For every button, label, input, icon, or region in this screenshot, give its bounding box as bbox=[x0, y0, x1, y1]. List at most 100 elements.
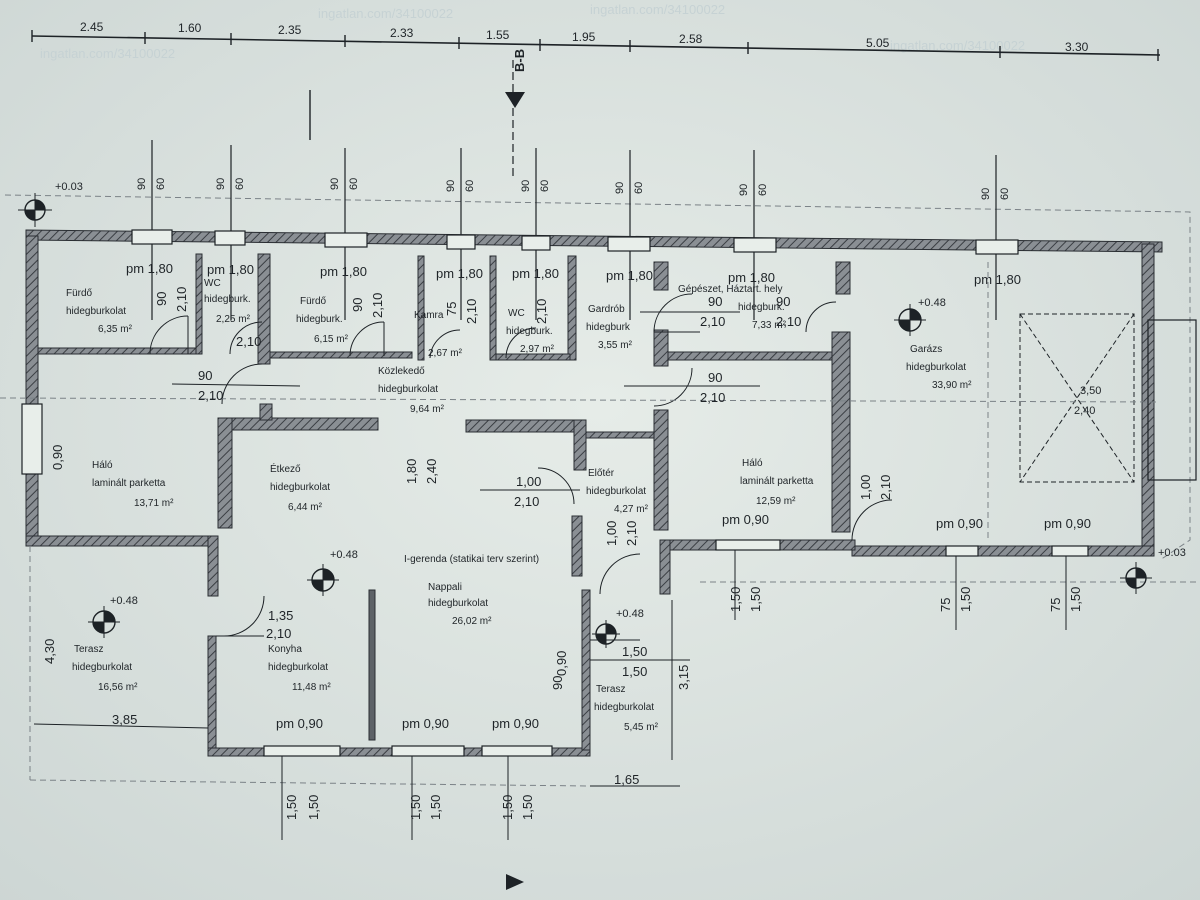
door-height: 2,10 bbox=[878, 475, 893, 500]
terrace-width: 3,85 bbox=[112, 712, 137, 727]
room-area: 16,56 m² bbox=[98, 682, 138, 693]
room-name: Terasz bbox=[74, 644, 103, 655]
door-height: 2,10 bbox=[174, 287, 189, 312]
room-area: 12,59 m² bbox=[756, 496, 796, 507]
room-area: 6,15 m² bbox=[314, 334, 349, 345]
window-sill-label: 90 bbox=[215, 178, 227, 190]
room-floor: hidegburkolat bbox=[72, 662, 132, 673]
window-parapet-label: pm 0,90 bbox=[492, 716, 539, 731]
door-height: 2,10 bbox=[236, 334, 261, 349]
window-height-label: 60 bbox=[464, 180, 476, 192]
terrace-depth: 4,30 bbox=[42, 639, 57, 664]
bottom-windows bbox=[21, 403, 1089, 757]
window-height-label: 60 bbox=[539, 180, 551, 192]
window-parapet-label: pm 1,80 bbox=[512, 266, 559, 281]
door-width: 90 bbox=[708, 294, 722, 309]
level-label: +0.48 bbox=[918, 297, 946, 309]
window-sill-label: 75 bbox=[938, 598, 953, 612]
door-width: 90 bbox=[198, 368, 212, 383]
room-name: Háló bbox=[92, 460, 113, 471]
room-name: Előtér bbox=[588, 468, 615, 479]
opening-width: 1,80 bbox=[404, 459, 419, 484]
axis-marker-icon bbox=[18, 193, 52, 227]
room-name: Kamra bbox=[414, 310, 444, 321]
window-parapet-label: pm 1,80 bbox=[320, 264, 367, 279]
room-floor: hidegburkolat bbox=[594, 702, 654, 713]
room-floor: hidegburkolat bbox=[428, 598, 488, 609]
window-height-label: 60 bbox=[348, 178, 360, 190]
window-height-label: 60 bbox=[234, 178, 246, 190]
room-area: 5,45 m² bbox=[624, 722, 659, 733]
door-height: 2,10 bbox=[700, 390, 725, 405]
door-height: 2,10 bbox=[700, 314, 725, 329]
top-dimension-chain: 2.45 1.60 2.35 2.33 1.55 1.95 2.58 5.05 … bbox=[31, 20, 1161, 61]
window-parapet-label: pm 1,80 bbox=[207, 262, 254, 277]
room-floor: hidegburk. bbox=[738, 302, 785, 313]
room-name: Konyha bbox=[268, 644, 302, 655]
room-name: Gardrób bbox=[588, 304, 625, 315]
door-width: 1,00 bbox=[604, 521, 619, 546]
window-parapet-label: pm 0,90 bbox=[722, 512, 769, 527]
watermark-text: ingatlan.com/34100022 bbox=[890, 38, 1025, 53]
door-width: 1,00 bbox=[858, 475, 873, 500]
room-name: Gépészet, Háztart. hely bbox=[678, 284, 783, 295]
window-parapet-label: pm 0,90 bbox=[276, 716, 323, 731]
window-parapet-label: pm 1,80 bbox=[436, 266, 483, 281]
window-height-label: 1,50 bbox=[428, 795, 443, 820]
window-height-label: 60 bbox=[633, 182, 645, 194]
level-marker-icon bbox=[307, 564, 339, 596]
room-floor: hidegburk bbox=[586, 322, 631, 333]
top-dimension-label: 2.35 bbox=[278, 23, 302, 37]
level-label: +0.03 bbox=[55, 181, 83, 193]
window-sill-label: 90 bbox=[738, 184, 750, 196]
window-parapet-label: pm 0,90 bbox=[936, 516, 983, 531]
door-width: 90 bbox=[776, 294, 790, 309]
room-name: Közlekedő bbox=[378, 366, 425, 377]
door-height: 2,10 bbox=[624, 521, 639, 546]
room-area: 6,35 m² bbox=[98, 324, 133, 335]
top-windows bbox=[131, 229, 1019, 255]
window-sill-label: 90 bbox=[520, 180, 532, 192]
section-marker-top: B-B bbox=[505, 49, 527, 178]
level-label: +0.48 bbox=[110, 595, 138, 607]
room-name: Fürdő bbox=[300, 296, 327, 307]
room-floor: hidegburkolat bbox=[270, 482, 330, 493]
door-height: 2,10 bbox=[534, 299, 549, 324]
window-height-label: 1,50 bbox=[748, 587, 763, 612]
garage-door-height: 2,40 bbox=[1074, 405, 1095, 417]
window-parapet-label: pm 1,80 bbox=[126, 261, 173, 276]
window-sill-label: 90 bbox=[614, 182, 626, 194]
room-floor: laminált parketta bbox=[740, 476, 814, 487]
window-parapet-label: pm 1,80 bbox=[606, 268, 653, 283]
section-label: B-B bbox=[512, 49, 527, 72]
garage-door: 3,50 2,40 bbox=[1019, 313, 1197, 483]
window-parapet-label: pm 0,90 bbox=[402, 716, 449, 731]
room-area: 9,64 m² bbox=[410, 404, 445, 415]
room-area: 4,27 m² bbox=[614, 504, 649, 515]
room-name: Garázs bbox=[910, 344, 942, 355]
guide-lines bbox=[0, 262, 1200, 787]
level-marker-icon bbox=[894, 304, 926, 336]
level-label: +0.48 bbox=[616, 608, 644, 620]
opening-height: 2,40 bbox=[424, 459, 439, 484]
window-sill-label: 90 bbox=[980, 188, 992, 200]
room-floor: hidegburkolat bbox=[268, 662, 328, 673]
top-dimension-label: 5.05 bbox=[866, 36, 890, 50]
terrace-width: 1,65 bbox=[614, 772, 639, 787]
window-height-label: 1,50 bbox=[958, 587, 973, 612]
door-width: 90 bbox=[154, 292, 169, 306]
room-name: Háló bbox=[742, 458, 763, 469]
window-sill-label: 90 bbox=[445, 180, 457, 192]
room-labels: Fürdő hidegburkolat 6,35 m² WC hidegburk… bbox=[66, 278, 972, 733]
door-width: 1,50 bbox=[622, 644, 647, 659]
window-sill-label: 90 bbox=[329, 178, 341, 190]
window-height-labels: 90 60 90 60 90 60 90 60 90 60 90 60 90 6… bbox=[136, 178, 1011, 200]
room-name: Terasz bbox=[596, 684, 625, 695]
room-name: Fürdő bbox=[66, 288, 93, 299]
door-height: 2,10 bbox=[464, 299, 479, 324]
window-sill-label: 1,50 bbox=[284, 795, 299, 820]
room-name: WC bbox=[508, 308, 525, 319]
garage-door-width: 3,50 bbox=[1080, 385, 1101, 397]
